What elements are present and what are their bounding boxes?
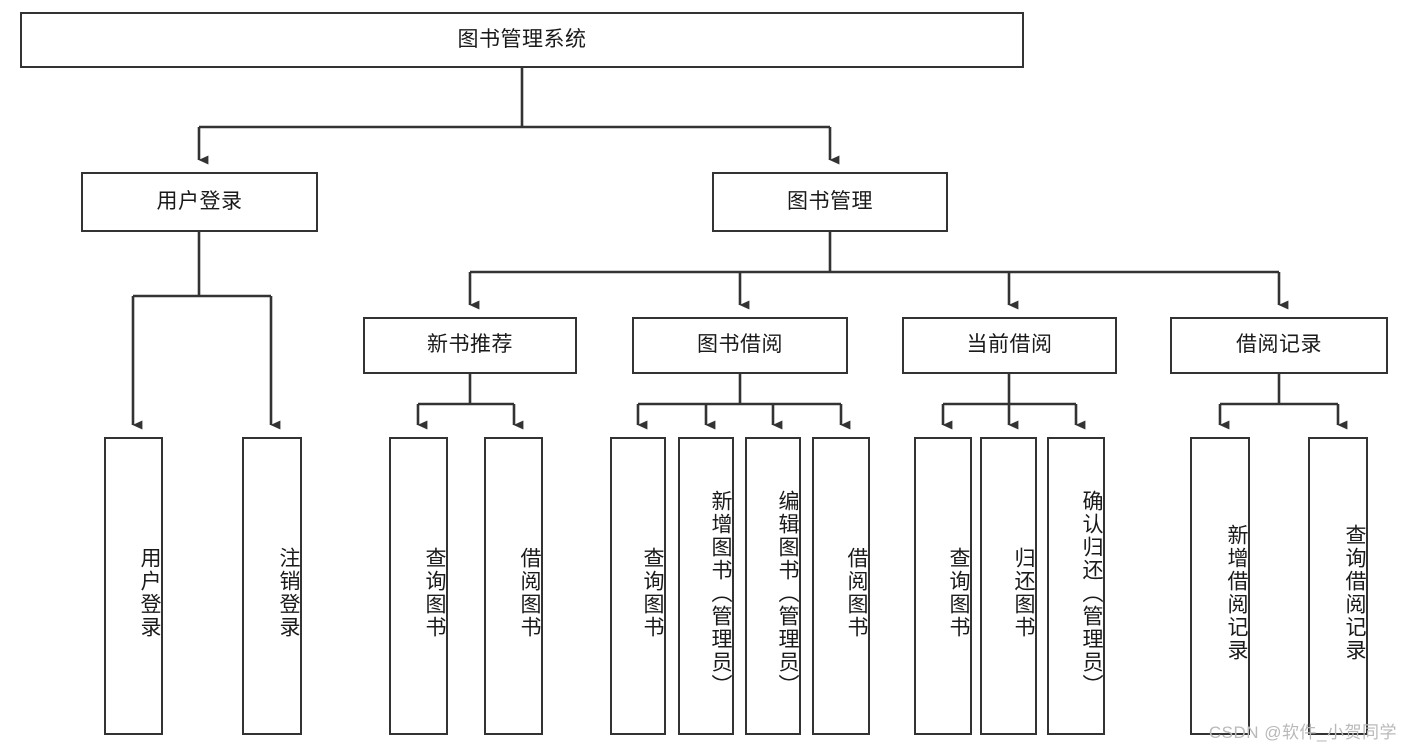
node-leaf-query-book-borrow[interactable]: 查询图书 <box>610 437 666 735</box>
node-leaf-logout-label: 注销登录 <box>277 547 300 639</box>
node-leaf-return-book[interactable]: 归还图书 <box>980 437 1037 735</box>
node-leaf-add-book-admin[interactable]: 新增图书（管理员） <box>678 437 734 735</box>
node-leaf-add-book-admin-label: 新增图书（管理员） <box>709 489 732 697</box>
node-current-borrow-label: 当前借阅 <box>966 333 1053 357</box>
node-book-borrow-label: 图书借阅 <box>697 333 783 357</box>
watermark: CSDN @软件_小贺同学 <box>1208 723 1397 742</box>
node-leaf-return-book-label: 归还图书 <box>1012 547 1035 639</box>
node-current-borrow[interactable]: 当前借阅 <box>902 317 1117 374</box>
node-leaf-borrow-book-label: 借阅图书 <box>845 547 868 639</box>
node-root-label: 图书管理系统 <box>457 27 587 51</box>
node-leaf-query-book-rec-label: 查询图书 <box>423 547 446 639</box>
node-borrow-record-label: 借阅记录 <box>1236 333 1322 357</box>
node-leaf-edit-book-admin-label: 编辑图书（管理员） <box>776 489 799 697</box>
node-leaf-query-book-rec[interactable]: 查询图书 <box>389 437 448 735</box>
node-leaf-query-book-current[interactable]: 查询图书 <box>914 437 972 735</box>
node-user-login-label: 用户登录 <box>156 189 243 213</box>
node-leaf-query-book-borrow-label: 查询图书 <box>641 547 664 639</box>
node-borrow-record[interactable]: 借阅记录 <box>1170 317 1388 374</box>
node-leaf-borrow-book-rec[interactable]: 借阅图书 <box>484 437 543 735</box>
node-leaf-add-borrow-record[interactable]: 新增借阅记录 <box>1190 437 1250 735</box>
node-leaf-user-login-label: 用户登录 <box>138 547 161 639</box>
node-root[interactable]: 图书管理系统 <box>20 12 1024 68</box>
node-leaf-add-borrow-record-label: 新增借阅记录 <box>1225 524 1248 662</box>
node-leaf-logout[interactable]: 注销登录 <box>242 437 302 735</box>
node-new-book-rec-label: 新书推荐 <box>427 333 513 357</box>
node-book-manage-label: 图书管理 <box>787 189 873 213</box>
node-leaf-query-borrow-record[interactable]: 查询借阅记录 <box>1308 437 1368 735</box>
node-user-login[interactable]: 用户登录 <box>81 172 318 232</box>
node-leaf-borrow-book-rec-label: 借阅图书 <box>518 547 541 639</box>
node-leaf-borrow-book[interactable]: 借阅图书 <box>812 437 870 735</box>
node-book-borrow[interactable]: 图书借阅 <box>632 317 848 374</box>
node-leaf-edit-book-admin[interactable]: 编辑图书（管理员） <box>745 437 801 735</box>
node-leaf-query-book-current-label: 查询图书 <box>947 547 970 639</box>
node-leaf-confirm-return-admin[interactable]: 确认归还（管理员） <box>1047 437 1105 735</box>
node-leaf-user-login[interactable]: 用户登录 <box>104 437 163 735</box>
node-new-book-rec[interactable]: 新书推荐 <box>363 317 577 374</box>
node-book-manage[interactable]: 图书管理 <box>712 172 948 232</box>
node-leaf-query-borrow-record-label: 查询借阅记录 <box>1343 524 1366 662</box>
node-leaf-confirm-return-admin-label: 确认归还（管理员） <box>1080 489 1103 697</box>
